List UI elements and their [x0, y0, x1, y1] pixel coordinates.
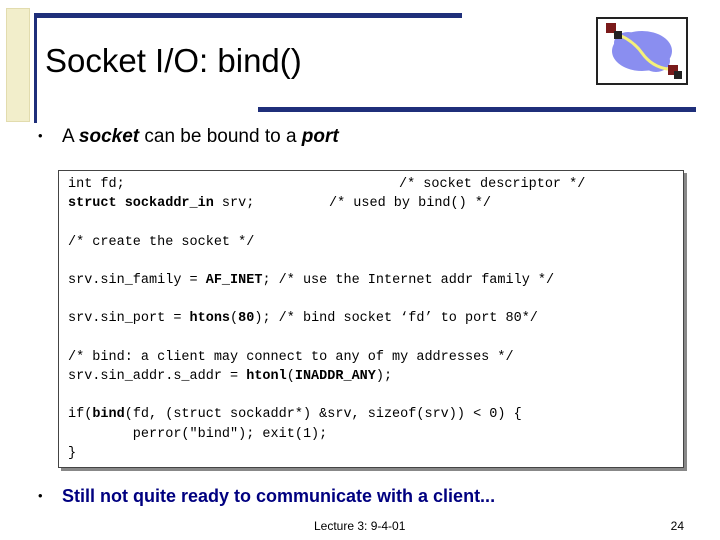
- code-line-8: if(bind(fd, (struct sockaddr*) &srv, siz…: [68, 407, 522, 422]
- code-line-9: perror("bind"); exit(1);: [68, 427, 328, 442]
- bullet1-pre: A: [62, 126, 79, 147]
- code-line-6: /* bind: a client may connect to any of …: [68, 350, 514, 365]
- code-line-2: struct sockaddr_in srv;: [68, 196, 255, 211]
- code-line-2-comment: /* used by bind() */: [329, 196, 492, 211]
- bullet1-em-port: port: [301, 126, 339, 147]
- footer-lecture: Lecture 3: 9-4-01: [314, 519, 406, 533]
- network-cloud-icon: [596, 17, 688, 85]
- footer-page-number: 24: [670, 519, 684, 533]
- bullet1-mid: can be bound to a: [139, 126, 302, 147]
- decorative-title-underline: [258, 107, 696, 112]
- code-listing: int fd; /* socket descriptor */ struct s…: [58, 170, 684, 468]
- bullet-not-ready: • Still not quite ready to communicate wi…: [38, 486, 495, 507]
- bullet1-em-socket: socket: [78, 126, 140, 147]
- bullet-dot-icon: •: [38, 488, 43, 503]
- code-line-3: /* create the socket */: [68, 235, 255, 250]
- code-line-1: int fd;: [68, 177, 125, 192]
- code-line-5: srv.sin_port = htons(80); /* bind socket…: [68, 311, 538, 326]
- code-line-7: srv.sin_addr.s_addr = htonl(INADDR_ANY);: [68, 369, 393, 384]
- slide-title: Socket I/O: bind(): [45, 42, 302, 79]
- code-line-4: srv.sin_family = AF_INET; /* use the Int…: [68, 273, 555, 288]
- bullet-socket-port: • A socket can be bound to a port: [38, 126, 339, 148]
- bullet-dot-icon: •: [38, 128, 43, 143]
- decorative-left-rule: [34, 13, 37, 123]
- code-line-1-comment: /* socket descriptor */: [399, 177, 586, 192]
- bullet2-text: Still not quite ready to communicate wit…: [62, 486, 496, 506]
- decorative-cream-bar: [6, 8, 30, 122]
- code-line-10: }: [68, 446, 77, 461]
- decorative-top-rule: [34, 13, 462, 18]
